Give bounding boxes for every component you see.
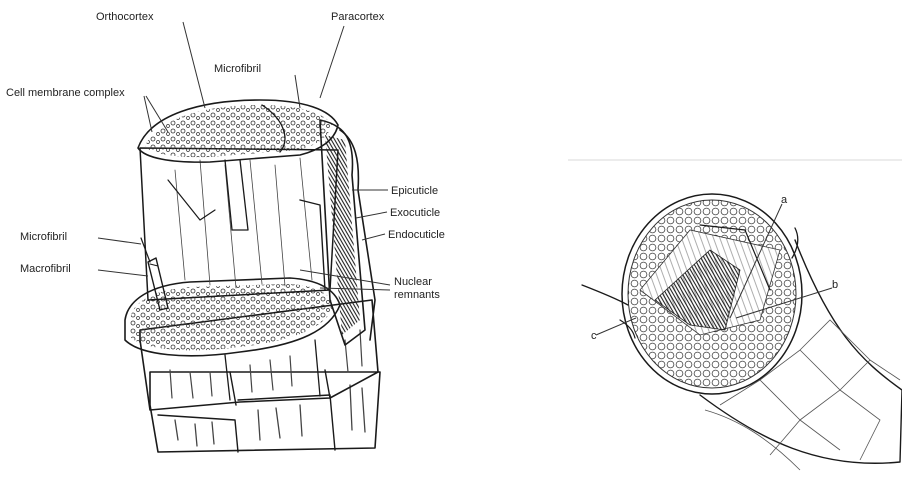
label-cell-membrane-complex: Cell membrane complex: [6, 87, 125, 99]
left-labels: Orthocortex Paracortex Microfibril Cell …: [6, 11, 445, 301]
lower-cuticle-block: [150, 370, 380, 452]
label-a: a: [781, 194, 788, 206]
circular-cross-section: [622, 194, 802, 394]
label-remnants: remnants: [394, 289, 440, 301]
label-c: c: [591, 330, 597, 342]
label-microfibril-top: Microfibril: [214, 63, 261, 75]
label-nuclear: Nuclear: [394, 276, 432, 288]
label-b: b: [832, 279, 838, 291]
label-microfibril-left: Microfibril: [20, 231, 67, 243]
label-macrofibril: Macrofibril: [20, 263, 71, 275]
cortex-column: [140, 148, 338, 300]
fiber-cross-section-sketch: a b c: [582, 194, 902, 470]
keratin-fiber-cutaway-diagram: Orthocortex Paracortex Microfibril Cell …: [6, 11, 445, 452]
label-orthocortex: Orthocortex: [96, 11, 154, 23]
label-paracortex: Paracortex: [331, 11, 385, 23]
label-epicuticle: Epicuticle: [391, 185, 438, 197]
lower-cortex-cross-section: [125, 278, 340, 356]
label-endocuticle: Endocuticle: [388, 229, 445, 241]
label-exocuticle: Exocuticle: [390, 207, 440, 219]
